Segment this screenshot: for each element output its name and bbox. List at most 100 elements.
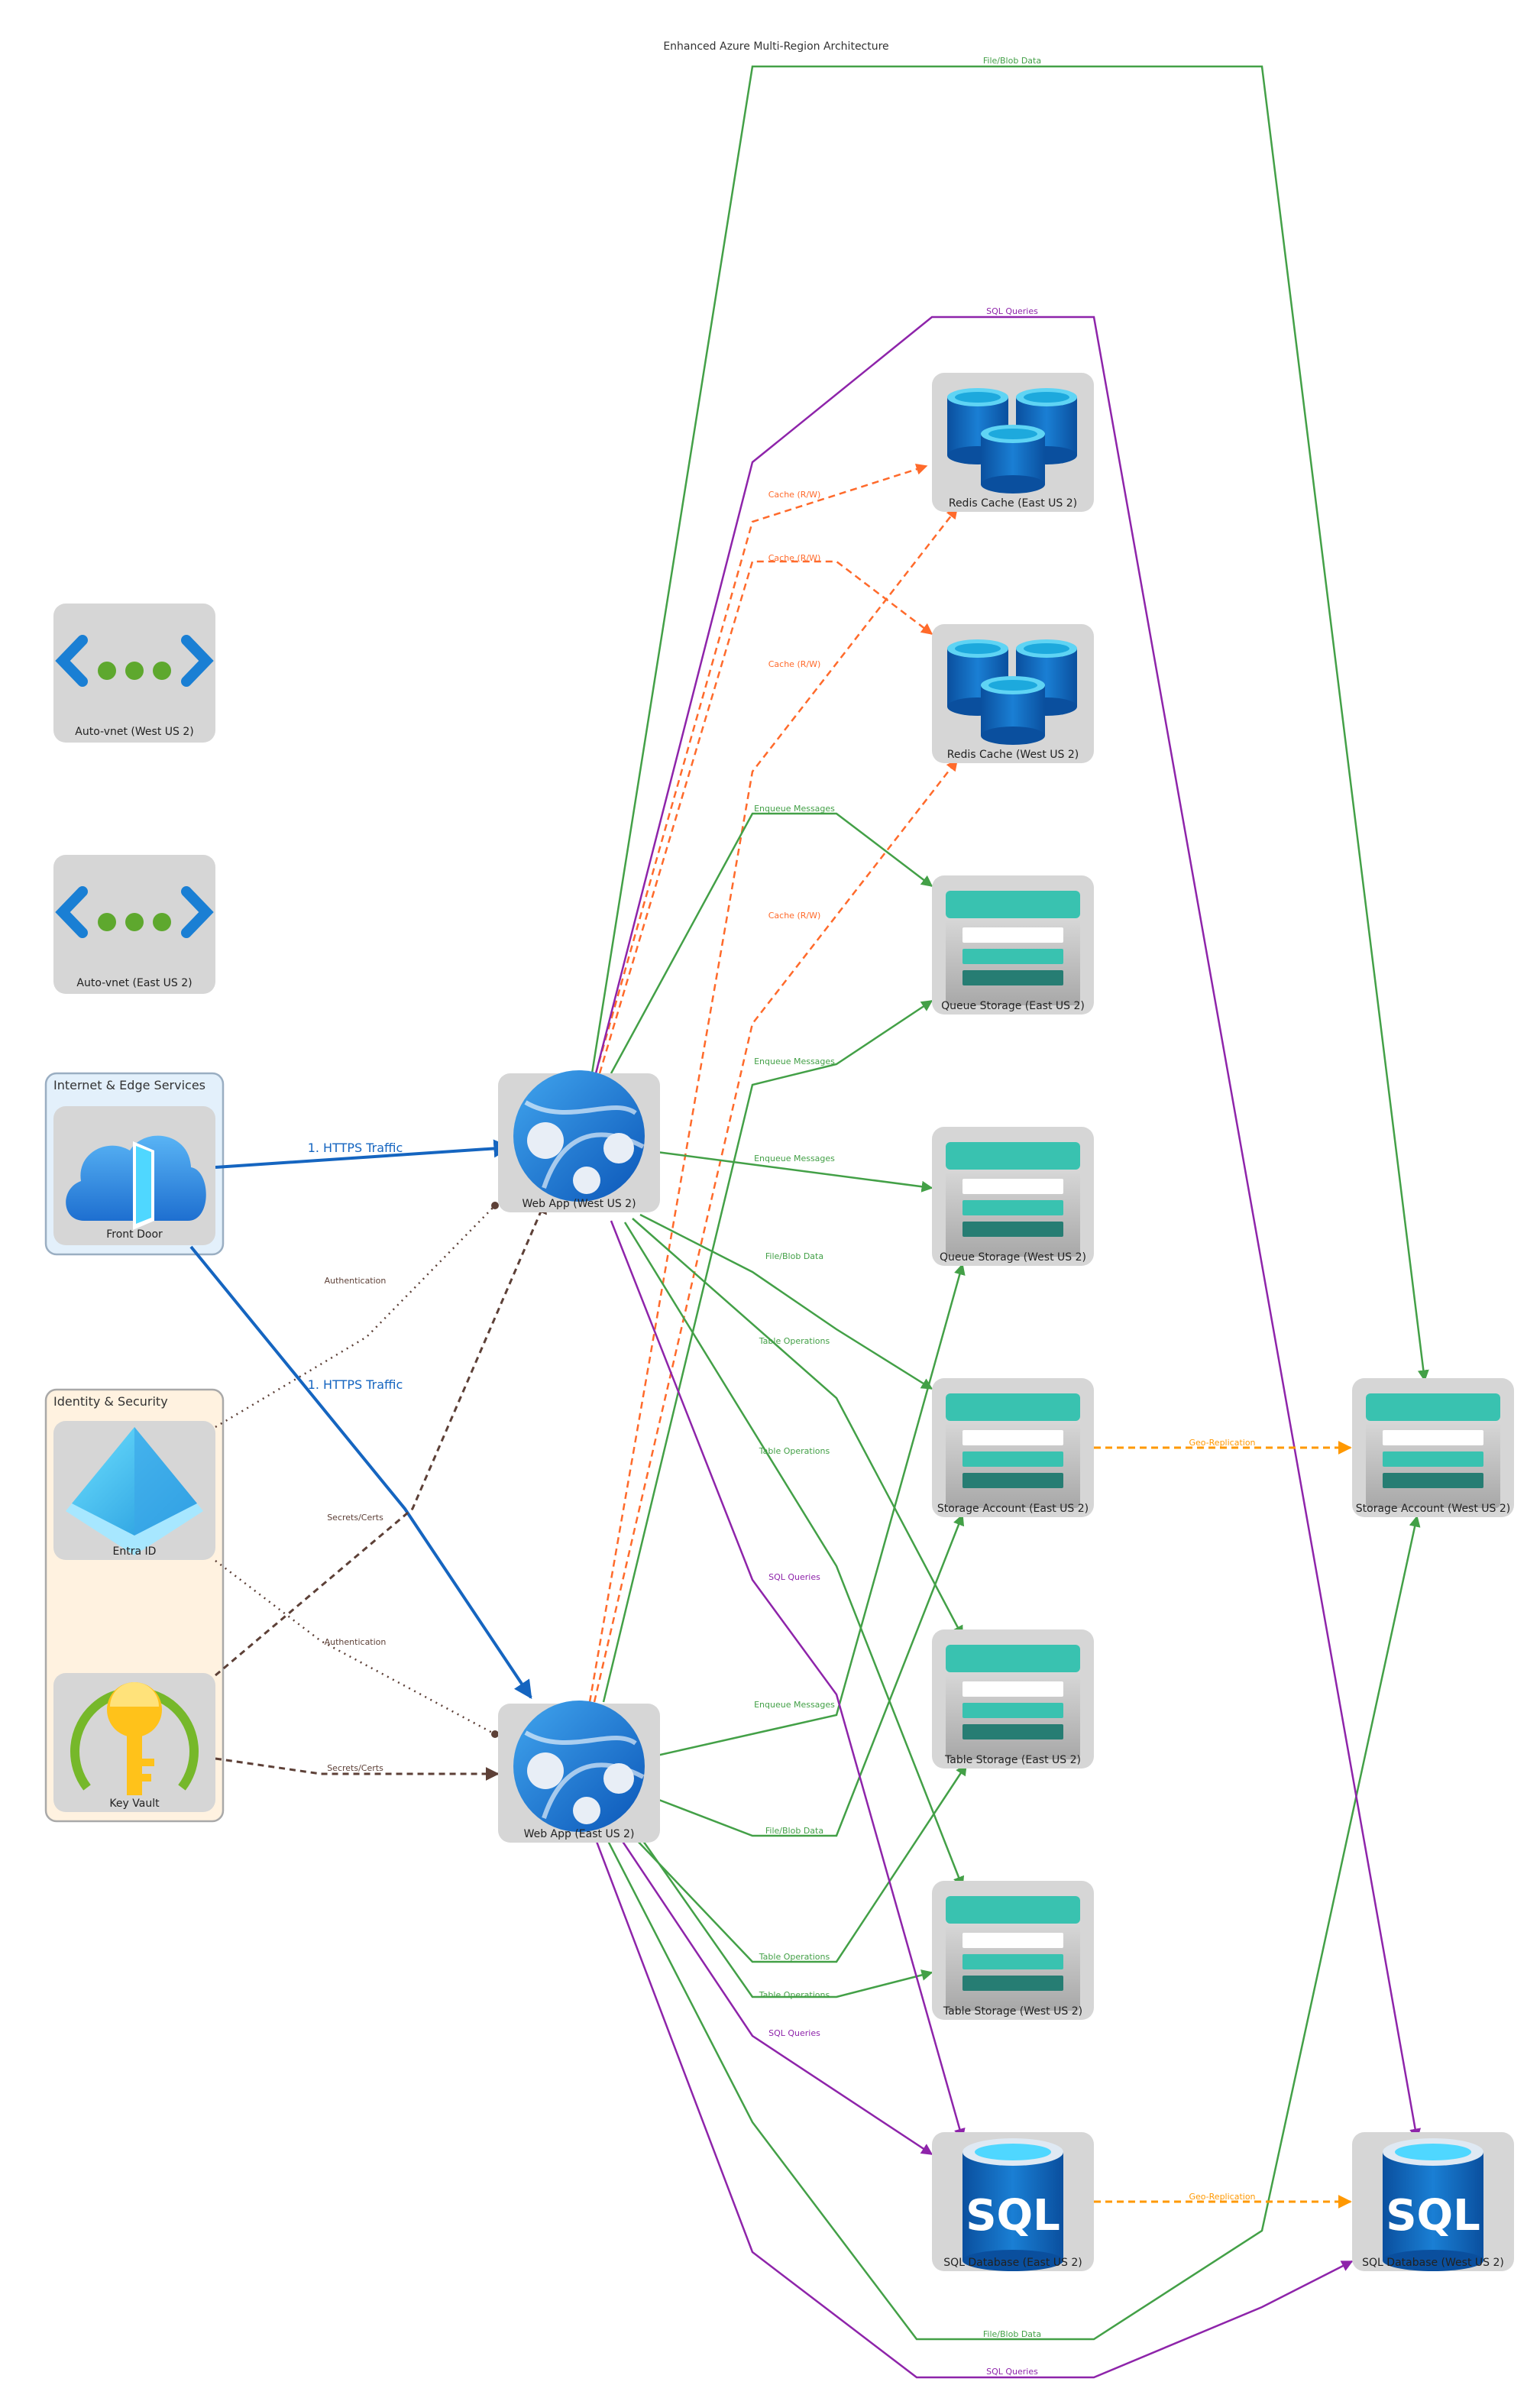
storage-icon [946, 891, 1080, 1005]
node-label: Front Door [106, 1228, 163, 1241]
node-key-vault[interactable]: Key Vault [53, 1673, 215, 1812]
edge-https-west [215, 1139, 513, 1169]
node-label: Queue Storage (West US 2) [940, 1251, 1086, 1264]
storage-icon [946, 1896, 1080, 2011]
node-web-app-west[interactable]: Web App (West US 2) [498, 1070, 660, 1212]
label-cache-2: Cache (R/W) [768, 553, 821, 563]
edge-sql-east-sqleast [619, 1837, 933, 2156]
sql-glyph: SQL [1386, 2191, 1480, 2241]
edge-secrets-east [215, 1757, 500, 1781]
label-sql-2: SQL Queries [768, 2028, 820, 2038]
label-secrets-west: Secrets/Certs [327, 1513, 383, 1523]
label-enqueue-3: Enqueue Messages [754, 1154, 835, 1163]
edges [189, 65, 1429, 2379]
node-label: Redis Cache (East US 2) [949, 497, 1077, 510]
entra-pyramid-icon [66, 1427, 203, 1555]
label-sql-bottom: SQL Queries [986, 2367, 1038, 2377]
label-auth-east: Authentication [325, 1637, 387, 1647]
label-sql-top: SQL Queries [986, 306, 1038, 316]
edge-table-east-twest [636, 1833, 933, 1998]
group-internet-edge-label: Internet & Edge Services [53, 1078, 205, 1092]
node-web-app-east[interactable]: Web App (East US 2) [498, 1701, 660, 1843]
edge-auth-west [215, 1202, 499, 1429]
node-queue-east[interactable]: Queue Storage (East US 2) [932, 875, 1094, 1015]
label-enqueue-4: Enqueue Messages [754, 1700, 835, 1710]
label-auth-west: Authentication [325, 1276, 387, 1286]
edge-blob-east-storwest [606, 1515, 1421, 2341]
web-app-globe-icon [513, 1701, 645, 1832]
edge-auth-east [215, 1560, 499, 1738]
edge-secrets-west [215, 1199, 547, 1677]
vnet-icon [55, 886, 214, 938]
edge-enqueue-west-qwest [656, 1150, 933, 1193]
node-front-door[interactable]: Front Door [53, 1106, 215, 1245]
edge-table-west-twest [623, 1222, 965, 1888]
node-label: Storage Account (East US 2) [937, 1503, 1089, 1515]
label-cache-3: Cache (R/W) [768, 659, 821, 669]
label-cache-4: Cache (R/W) [768, 911, 821, 921]
edge-enqueue-east-qeast [602, 999, 933, 1703]
label-blob-2: File/Blob Data [765, 1826, 823, 1836]
label-blob-1: File/Blob Data [765, 1251, 823, 1261]
node-table-east[interactable]: Table Storage (East US 2) [932, 1629, 1094, 1769]
storage-icon [1366, 1393, 1500, 1508]
edge-blob-west-storeast [639, 1213, 933, 1390]
node-sql-east[interactable]: SQL SQL Database (East US 2) [932, 2132, 1094, 2271]
node-queue-west[interactable]: Queue Storage (West US 2) [932, 1127, 1094, 1266]
node-redis-east[interactable]: Redis Cache (East US 2) [932, 373, 1094, 512]
web-app-globe-icon [513, 1070, 645, 1202]
node-label: Table Storage (West US 2) [943, 2005, 1082, 2018]
edge-cache-west-west [598, 560, 933, 1074]
storage-icon [946, 1393, 1080, 1508]
edge-table-west-teast [632, 1218, 964, 1638]
label-enqueue-1: Enqueue Messages [754, 804, 835, 814]
edge-sql-west-sqlwest [594, 316, 1422, 2141]
sql-database-icon: SQL [1383, 2138, 1483, 2271]
key-vault-icon [70, 1682, 199, 1795]
edge-enqueue-east-qwest [656, 1263, 966, 1757]
label-https-east: 1. HTTPS Traffic [308, 1377, 403, 1392]
node-vnet-east[interactable]: Auto-vnet (East US 2) [53, 855, 215, 994]
edge-cache-west-east [594, 463, 928, 1074]
label-table-2: Table Operations [759, 1446, 830, 1456]
edge-table-east-teast [633, 1763, 968, 1963]
edge-blob-west-storwest [590, 65, 1429, 1382]
label-table-1: Table Operations [759, 1336, 830, 1346]
edge-cache-east-west [593, 759, 958, 1703]
label-blob-top: File/Blob Data [983, 56, 1041, 66]
node-label: Redis Cache (West US 2) [947, 749, 1079, 761]
label-table-3: Table Operations [759, 1952, 830, 1962]
label-blob-bottom: File/Blob Data [983, 2329, 1041, 2339]
sql-glyph: SQL [966, 2191, 1060, 2241]
node-sql-west[interactable]: SQL SQL Database (West US 2) [1352, 2132, 1514, 2271]
node-label: Entra ID [113, 1545, 157, 1558]
node-label: Auto-vnet (East US 2) [76, 977, 192, 989]
node-label: Auto-vnet (West US 2) [75, 726, 193, 738]
label-geo-storage: Geo-Replication [1189, 1438, 1255, 1448]
storage-icon [946, 1645, 1080, 1759]
label-enqueue-2: Enqueue Messages [754, 1057, 835, 1066]
node-label: Storage Account (West US 2) [1356, 1503, 1511, 1515]
label-geo-sql: Geo-Replication [1189, 2192, 1255, 2202]
label-secrets-east: Secrets/Certs [327, 1763, 383, 1773]
edge-cache-east-east [588, 506, 958, 1703]
node-redis-west[interactable]: Redis Cache (West US 2) [932, 624, 1094, 763]
label-cache-1: Cache (R/W) [768, 490, 821, 500]
edge-enqueue-west-qeast [610, 812, 933, 1074]
node-table-west[interactable]: Table Storage (West US 2) [932, 1881, 1094, 2020]
node-label: SQL Database (East US 2) [943, 2257, 1082, 2269]
redis-cylinders-icon [947, 388, 1077, 494]
node-storage-east[interactable]: Storage Account (East US 2) [932, 1378, 1094, 1517]
storage-icon [946, 1142, 1080, 1257]
edge-blob-east-storeast [656, 1513, 965, 1837]
node-storage-west[interactable]: Storage Account (West US 2) [1352, 1378, 1514, 1517]
vnet-icon [55, 635, 214, 687]
node-label: Table Storage (East US 2) [944, 1754, 1081, 1766]
node-label: Web App (West US 2) [522, 1198, 636, 1210]
node-label: Web App (East US 2) [524, 1828, 635, 1840]
label-table-4: Table Operations [759, 1990, 830, 2000]
node-vnet-west[interactable]: Auto-vnet (West US 2) [53, 604, 215, 743]
node-label: SQL Database (West US 2) [1362, 2257, 1504, 2269]
node-entra-id[interactable]: Entra ID [53, 1421, 215, 1560]
